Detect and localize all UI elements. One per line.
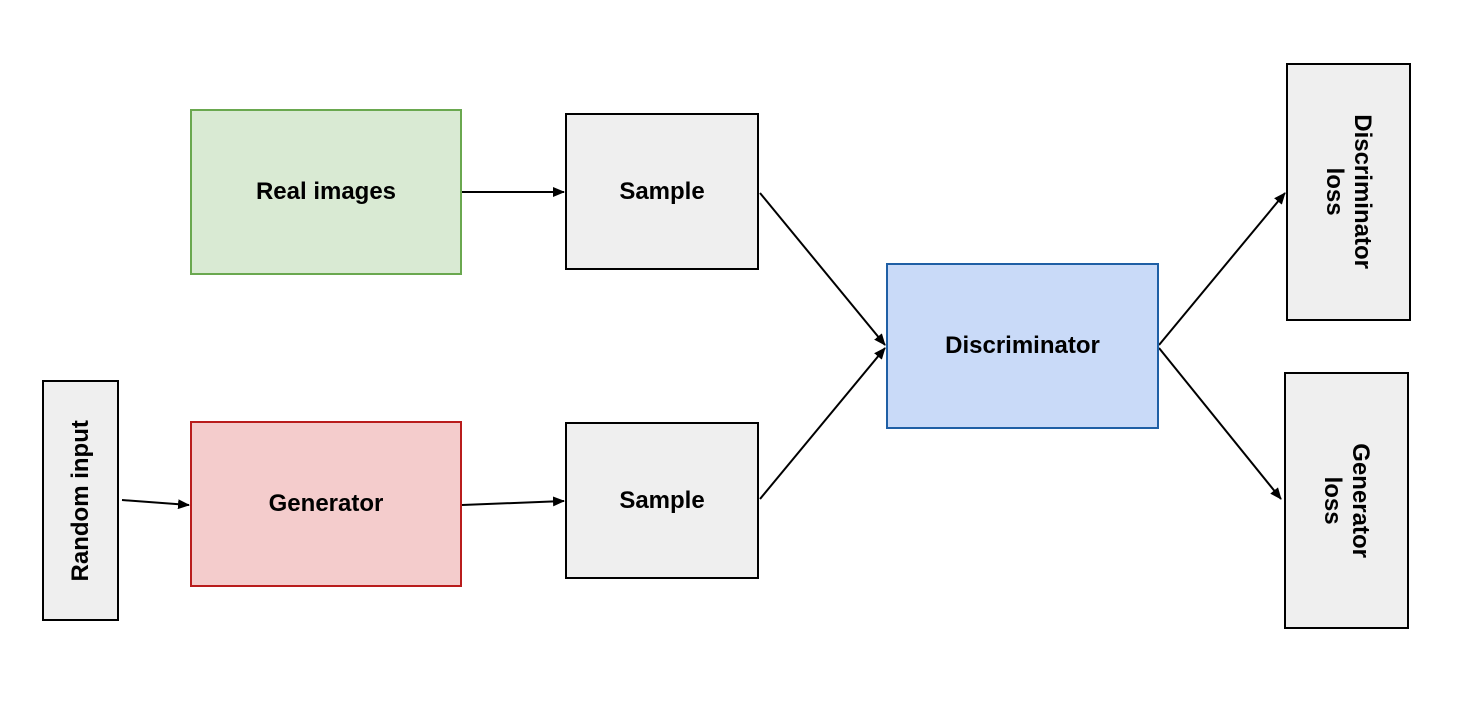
sample-fake-label: Sample [619, 486, 705, 514]
generator-node: Generator [190, 421, 462, 587]
edge-discriminator-to-generator-loss [1158, 347, 1282, 500]
generator-loss-line-2: loss [1319, 476, 1347, 525]
real-images-node: Real images [190, 109, 462, 275]
generator-label: Generator [268, 490, 384, 518]
edge-discriminator-to-discriminator-loss [1158, 192, 1286, 346]
random-input-node: Random input [42, 380, 119, 621]
real-images-label: Real images [255, 178, 397, 206]
discriminator-loss-label: Discriminator loss [1321, 114, 1377, 270]
discriminator-loss-node: Discriminator loss [1286, 63, 1411, 321]
discriminator-loss-line-1: Discriminator [1349, 114, 1377, 270]
random-input-label: Random input [66, 419, 94, 582]
edge-generator-to-sample [461, 496, 565, 507]
sample-fake-node: Sample [565, 422, 759, 579]
generator-loss-label: Generator loss [1319, 443, 1374, 558]
discriminator-node: Discriminator [886, 263, 1159, 429]
edge-random-to-generator [121, 499, 190, 510]
edge-sample-real-to-discriminator [759, 192, 886, 346]
sample-real-label: Sample [619, 177, 705, 205]
discriminator-loss-line-2: loss [1321, 167, 1349, 217]
generator-loss-node: Generator loss [1284, 372, 1409, 629]
sample-real-node: Sample [565, 113, 759, 270]
generator-loss-line-1: Generator [1347, 443, 1375, 558]
edge-sample-fake-to-discriminator [759, 347, 886, 500]
discriminator-label: Discriminator [945, 332, 1100, 360]
